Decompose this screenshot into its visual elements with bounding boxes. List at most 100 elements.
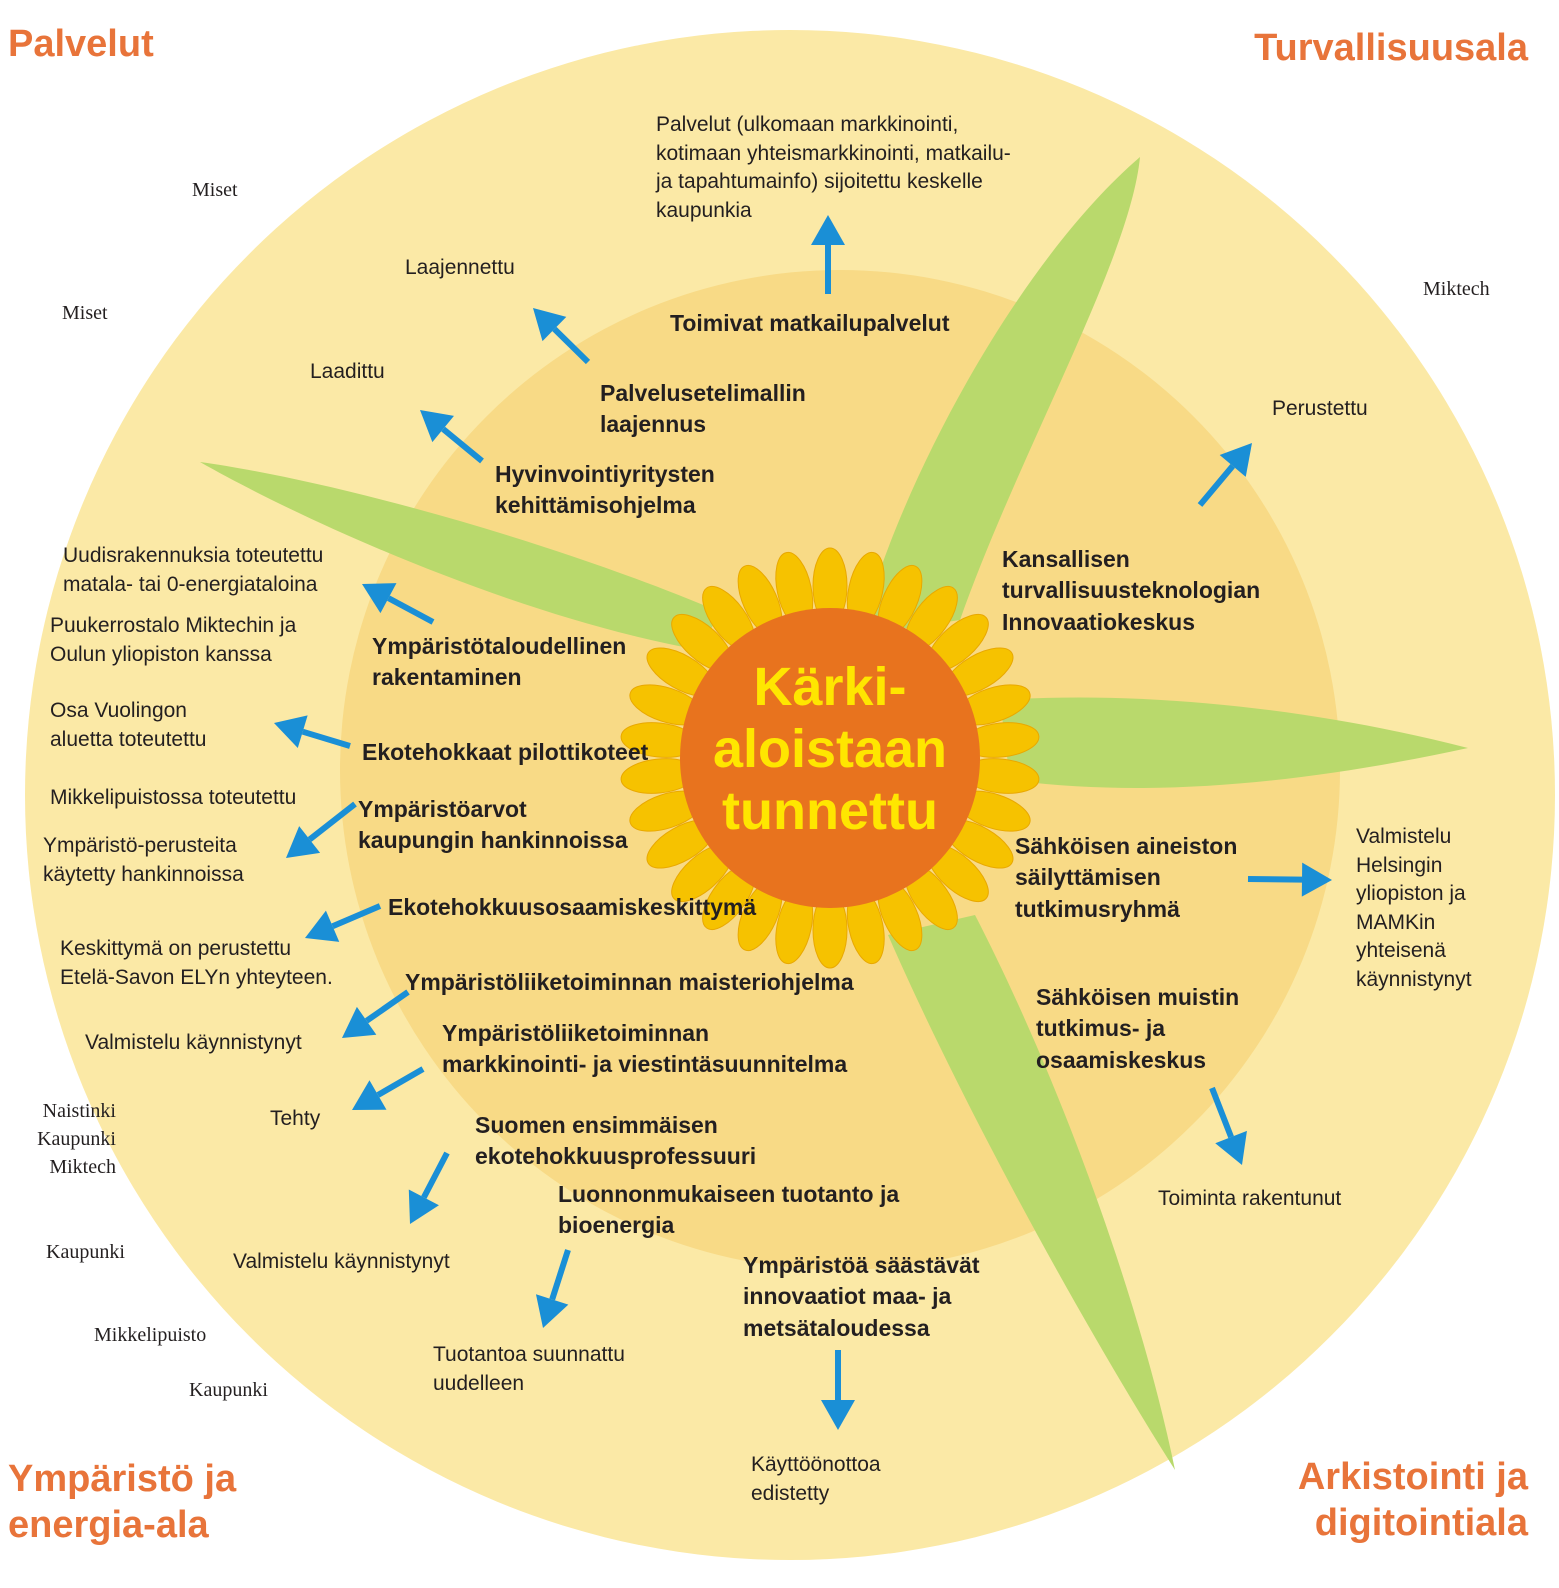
initiative-sailyttaminen-line1: Sähköisen aineiston	[1015, 833, 1238, 859]
result-innovaatiot: Käyttöönottoa edistetty	[751, 1451, 881, 1508]
result-maisteri: Valmistelu käynnistynyt	[85, 1031, 302, 1054]
result-luonnonmukainen-line2: uudelleen	[433, 1371, 525, 1395]
corner-ymparisto-line2: energia-ala	[8, 1503, 209, 1546]
corner-ymparisto-line1: Ympäristö ja	[8, 1458, 237, 1500]
initiative-innovaatiot-line2: innovaatiot maa- ja	[743, 1283, 952, 1310]
initiative-matkailupalvelut: Toimivat matkailupalvelut	[670, 310, 950, 336]
arrow-shaft	[364, 989, 410, 1024]
arrow-shaft	[387, 595, 435, 625]
initiative-palveluseteli-line1: Palvelusetelimallin	[600, 380, 806, 406]
result-matkailu-line4: kaupunkia	[656, 198, 752, 222]
arrow-head	[420, 410, 454, 443]
arrow-shaft	[301, 728, 351, 749]
initiative-professuuri-line2: ekotehokkuusprofessuuri	[475, 1143, 757, 1170]
actor-mikkelipuisto: Mikkelipuisto	[94, 1324, 207, 1346]
arrow-head	[821, 1400, 855, 1430]
result-uudisrakennuksia: Uudisrakennuksia toteutettu matala- tai …	[63, 542, 323, 599]
initiative-muisti-line2: tutkimus- ja	[1036, 1015, 1166, 1042]
corner-turvallisuusala: Turvallisuusala	[1254, 27, 1528, 69]
result-puukerrostalo-line1: Puukerrostalo Miktechin ja	[50, 614, 297, 637]
initiative-maisteriohjelma: Ympäristöliiketoiminnan maisteriohjelma	[405, 969, 854, 995]
center-title-line3: tunnettu	[722, 781, 938, 841]
initiative-hyvinvointi: Hyvinvointiyritysten kehittämisohjelma	[495, 459, 715, 522]
result-innovaatiot-line2: edistetty	[751, 1481, 830, 1505]
initiative-hankinnat-line1: Ympäristöarvot	[358, 796, 527, 822]
initiative-sailyttaminen-line2: säilyttämisen	[1015, 864, 1161, 891]
arrow-shaft	[1209, 1086, 1234, 1139]
arrows	[274, 215, 1332, 1430]
initiative-professuuri-line1: Suomen ensimmäisen	[475, 1112, 718, 1138]
result-keskittyma-line2: Etelä-Savon ELYn yhteyteen.	[60, 965, 333, 989]
initiative-turvallisuus-line1: Kansallisen	[1002, 546, 1130, 572]
initiative-palveluseteli: Palvelusetelimallin laajennus	[600, 378, 806, 441]
arrow-head	[1301, 862, 1332, 897]
result-keskittyma-line1: Keskittymä on perustettu	[60, 937, 292, 960]
result-perustettu: Perustettu	[1272, 397, 1368, 420]
initiative-rakentaminen-line2: rakentaminen	[372, 664, 522, 691]
result-uudisrakennuksia-line2: matala- tai 0-energiataloina	[63, 572, 318, 596]
sunflower-core	[680, 608, 980, 908]
initiative-sailyttaminen-line3: tutkimusryhmä	[1015, 895, 1180, 922]
initiative-rakentaminen: Ympäristötaloudellinen rakentaminen	[372, 631, 626, 694]
arrow-head	[305, 910, 340, 942]
leaves	[200, 157, 1468, 1470]
initiative-innovaatiot-line3: metsätaloudessa	[743, 1314, 930, 1341]
result-laajennettu: Laajennettu	[405, 256, 515, 279]
initiative-turvallisuus-line3: Innovaatiokeskus	[1002, 608, 1196, 635]
actor-group: Naistinki Kaupunki Miktech	[0, 1097, 116, 1181]
arrow-head	[1219, 443, 1252, 477]
initiative-luonnonmukainen-line2: bioenergia	[558, 1212, 675, 1239]
arrow-head	[533, 308, 567, 342]
arrow-head	[811, 215, 845, 245]
initiative-markkinointi: Ympäristöliiketoiminnan markkinointi- ja…	[442, 1018, 847, 1081]
initiative-hyvinvointi-line1: Hyvinvointiyritysten	[495, 461, 715, 487]
result-sailyttaminen-line2: Helsingin	[1356, 853, 1443, 877]
corner-arkistointi-line1: Arkistointi ja	[1297, 1456, 1528, 1498]
result-sailyttaminen-line3: yliopiston ja	[1356, 882, 1466, 906]
arrow-shaft	[421, 1151, 450, 1199]
result-puukerrostalo: Puukerrostalo Miktechin ja Oulun yliopis…	[50, 612, 296, 669]
result-matkailu-line2: kotimaan yhteismarkkinointi, matkailu-	[656, 141, 1011, 165]
actor-kaupunki-1: Kaupunki	[46, 1241, 125, 1263]
center-title-line2: aloistaan	[712, 719, 948, 779]
initiative-luonnonmukainen: Luonnonmukaiseen tuotanto ja bioenergia	[558, 1179, 899, 1242]
initiative-hyvinvointi-line2: kehittämisohjelma	[495, 492, 696, 519]
result-laadittu: Laadittu	[310, 360, 385, 383]
initiative-luonnonmukainen-line1: Luonnonmukaiseen tuotanto ja	[558, 1181, 900, 1207]
result-professuuri: Valmistelu käynnistynyt	[233, 1250, 450, 1273]
center-title: Kärki- aloistaan tunnettu	[680, 656, 980, 842]
result-vuolinko-line1: Osa Vuolingon	[50, 699, 187, 722]
leaf-right	[1000, 697, 1468, 789]
arrow-head	[342, 1006, 377, 1038]
initiative-rakentaminen-line1: Ympäristötaloudellinen	[372, 633, 627, 659]
initiative-turvallisuus-line2: turvallisuusteknologian	[1002, 577, 1261, 604]
arrow-shaft	[1247, 876, 1303, 883]
result-vuolinko-line2: aluetta toteutettu	[50, 727, 207, 751]
actor-kaupunki-2: Kaupunki	[189, 1379, 268, 1401]
result-mikkelipuisto: Mikkelipuistossa toteutettu	[50, 786, 297, 809]
initiative-innovaatiot-line1: Ympäristöä säästävät	[743, 1252, 980, 1278]
result-puukerrostalo-line2: Oulun yliopiston kanssa	[50, 642, 272, 666]
leaf-bottom	[888, 915, 1175, 1470]
initiative-muisti-line3: osaamiskeskus	[1036, 1046, 1207, 1073]
result-sailyttaminen-line6: käynnistynyt	[1356, 967, 1472, 991]
result-uudisrakennuksia-line1: Uudisrakennuksia toteutettu	[63, 544, 324, 567]
initiative-turvallisuusteknologia: Kansallisen turvallisuusteknologian Inno…	[1002, 544, 1260, 638]
result-luonnonmukainen: Tuotantoa suunnattu uudelleen	[433, 1341, 625, 1398]
corner-arkistointi-line2: digitointiala	[1314, 1501, 1528, 1544]
result-vuolinko: Osa Vuolingon aluetta toteutettu	[50, 697, 206, 754]
initiative-professuuri: Suomen ensimmäisen ekotehokkuusprofessuu…	[475, 1110, 756, 1173]
result-hankinnat-line1: Ympäristö-perusteita	[43, 834, 237, 857]
result-luonnonmukainen-line1: Tuotantoa suunnattu	[433, 1343, 625, 1366]
arrow-head	[352, 1080, 387, 1110]
corner-ymparisto: Ympäristö ja energia-ala	[8, 1457, 236, 1548]
arrow-shaft	[549, 1249, 571, 1301]
actor-miktech: Miktech	[1423, 278, 1490, 300]
arrow-head	[362, 583, 397, 614]
actor-kaupunki-group: Kaupunki	[37, 1128, 116, 1150]
result-matkailu-line3: ja tapahtumainfo) sijoitettu keskelle	[656, 170, 983, 194]
arrow-shaft	[552, 326, 591, 365]
arrow-shaft	[441, 426, 484, 464]
initiative-hankinnat-line2: kaupungin hankinnoissa	[358, 827, 628, 854]
